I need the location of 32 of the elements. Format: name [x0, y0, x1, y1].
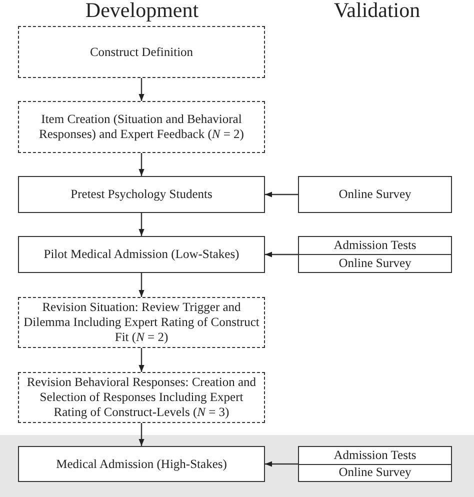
process-box — [18, 176, 265, 213]
arrow — [138, 423, 144, 446]
box-text: Admission Tests — [334, 238, 416, 253]
data-source-box — [298, 446, 452, 482]
column-heading: Validation — [332, 0, 422, 23]
process-box — [18, 101, 265, 153]
process-box — [18, 236, 265, 273]
arrow — [138, 273, 144, 297]
box-text: Admission Tests — [334, 448, 416, 463]
process-box — [18, 26, 265, 78]
arrow — [265, 461, 298, 467]
arrow — [138, 78, 144, 101]
box-text: Online Survey — [338, 187, 412, 202]
arrow — [138, 348, 144, 372]
box-text: Pilot Medical Admission (Low-Stakes) — [44, 247, 240, 262]
box-text: Medical Admission (High-Stakes) — [56, 456, 227, 472]
arrow — [138, 213, 144, 236]
box-text: Construct Definition — [90, 44, 194, 60]
process-box — [298, 176, 452, 213]
box-text: Online Survey — [338, 256, 412, 271]
arrow — [138, 153, 144, 176]
box-text: Online Survey — [338, 465, 412, 480]
box-text: Item Creation (Situation and Behavioral Responses) and Expert Feedback (N = 2) — [38, 112, 245, 142]
box-text: Pretest Psychology Students — [70, 187, 212, 202]
data-source-box — [298, 236, 452, 273]
process-box — [18, 372, 265, 423]
arrow — [265, 192, 298, 198]
arrow — [265, 252, 298, 258]
process-box — [18, 446, 265, 482]
box-text: Revision Behavioral Responses: Creation and Selection of Responses Including Expert Rating of Construct-Levels (N = 3) — [26, 375, 258, 420]
column-heading: Development — [84, 0, 200, 23]
box-text: Revision Situation: Review Trigger and Dilemma Including Expert Rating of Construct Fit (N = 2) — [23, 300, 260, 345]
